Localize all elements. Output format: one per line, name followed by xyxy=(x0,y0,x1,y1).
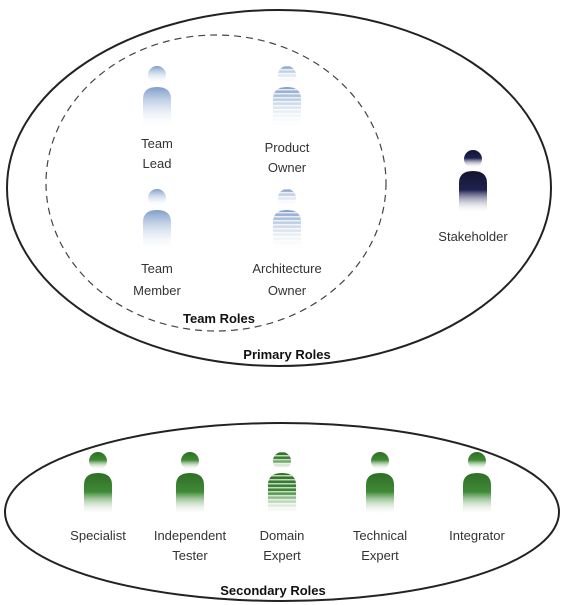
stakeholder-label: Stakeholder xyxy=(438,229,508,244)
team-member-label-line1: Team xyxy=(141,261,173,276)
team-member-label-line2: Member xyxy=(133,283,181,298)
independent-tester-label-line1: Independent xyxy=(154,528,227,543)
independent-tester-label-line2: Tester xyxy=(172,548,208,563)
primary-roles-title: Primary Roles xyxy=(243,347,330,362)
team-roles-circle xyxy=(45,34,387,332)
team-lead-label-line1: Team xyxy=(141,136,173,151)
product-owner-label-line2: Owner xyxy=(268,160,307,175)
architecture-owner-label-line2: Owner xyxy=(268,283,307,298)
product-owner-label-line1: Product xyxy=(265,140,310,155)
technical-expert-label-line2: Expert xyxy=(361,548,399,563)
integrator-label: Integrator xyxy=(449,528,505,543)
domain-expert-label-line2: Expert xyxy=(263,548,301,563)
specialist-label: Specialist xyxy=(70,528,126,543)
secondary-roles-title: Secondary Roles xyxy=(220,583,326,598)
team-roles-title: Team Roles xyxy=(183,311,255,326)
team-lead-label-line2: Lead xyxy=(143,156,172,171)
technical-expert-label-line1: Technical xyxy=(353,528,407,543)
domain-expert-label-line1: Domain xyxy=(260,528,305,543)
architecture-owner-label-line1: Architecture xyxy=(252,261,321,276)
